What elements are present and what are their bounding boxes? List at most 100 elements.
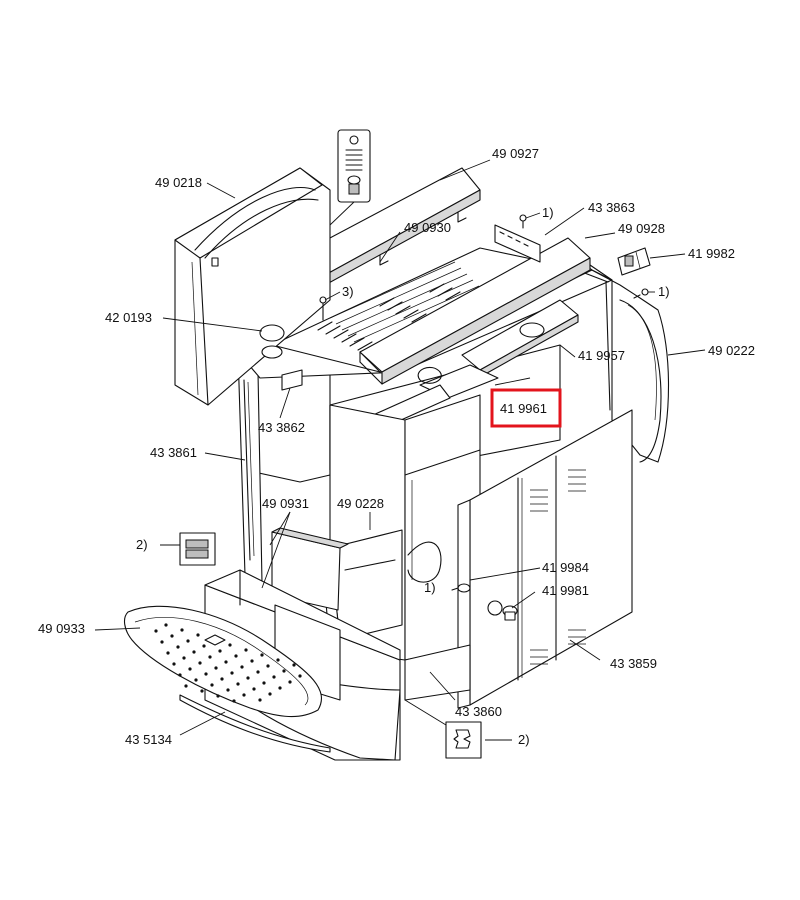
grid-hole	[228, 643, 232, 647]
lower-panel-433860	[404, 644, 471, 701]
grid-hole	[262, 681, 266, 685]
grid-hole	[272, 675, 276, 679]
note-2-bottom: 2)	[518, 732, 530, 747]
grid-hole	[178, 673, 182, 677]
switch-419982	[617, 247, 651, 276]
grid-hole	[258, 698, 262, 702]
grid-hole	[218, 649, 222, 653]
grid-hole	[182, 656, 186, 660]
grid-hole	[266, 664, 270, 668]
valve-spring-assembly	[329, 129, 371, 226]
grid-hole	[230, 671, 234, 675]
note-3: 3)	[342, 284, 354, 299]
lid-490928	[359, 237, 591, 385]
brew-unit-419957	[461, 299, 579, 378]
grid-hole	[200, 689, 204, 693]
label-490222: 49 0222	[708, 343, 755, 358]
grid-hole	[216, 694, 220, 698]
grid-hole	[252, 687, 256, 691]
label-490218: 49 0218	[155, 175, 202, 190]
part-labels: 49 0927 49 0218 43 3863 49 0930 49 0928 …	[38, 146, 755, 747]
grid-hole	[276, 658, 280, 662]
grid-hole	[210, 683, 214, 687]
grid-hole	[256, 670, 260, 674]
label-490927: 49 0927	[492, 146, 539, 161]
side-panel-490222	[581, 267, 669, 463]
grid-hole	[232, 699, 236, 703]
grid-hole	[166, 651, 170, 655]
grid-hole	[236, 682, 240, 686]
label-435134: 43 5134	[125, 732, 172, 747]
grid-hole	[184, 684, 188, 688]
grid-hole	[154, 629, 158, 633]
grid-hole	[208, 655, 212, 659]
grid-hole	[202, 644, 206, 648]
label-419957: 41 9957	[578, 348, 625, 363]
label-433861: 43 3861	[150, 445, 197, 460]
grid-hole	[246, 676, 250, 680]
grille-slots	[317, 283, 469, 351]
note-1-top: 1)	[542, 205, 554, 220]
grid-hole	[292, 663, 296, 667]
grid-hole	[224, 660, 228, 664]
label-419982: 41 9982	[688, 246, 735, 261]
grid-hole	[298, 674, 302, 678]
grid-hole	[226, 688, 230, 692]
grid-hole	[186, 639, 190, 643]
grid-plate-holes	[154, 623, 302, 703]
label-490931: 49 0931	[262, 496, 309, 511]
clip-part-2-top	[179, 532, 216, 566]
grid-hole	[170, 634, 174, 638]
label-433862: 43 3862	[258, 420, 305, 435]
label-490228: 49 0228	[337, 496, 384, 511]
label-490930: 49 0930	[404, 220, 451, 235]
grid-hole	[242, 693, 246, 697]
grid-hole	[192, 650, 196, 654]
water-tank-490218	[174, 167, 331, 406]
note-2-left: 2)	[136, 537, 148, 552]
grid-hole	[196, 633, 200, 637]
grid-hole	[260, 653, 264, 657]
grid-hole	[244, 648, 248, 652]
grid-hole	[220, 677, 224, 681]
grid-hole	[268, 692, 272, 696]
note-1-front: 1)	[424, 580, 436, 595]
grid-hole	[172, 662, 176, 666]
grid-hole	[250, 659, 254, 663]
grid-hole	[194, 678, 198, 682]
label-420193: 42 0193	[105, 310, 152, 325]
grid-hole	[278, 686, 282, 690]
grid-hole	[288, 680, 292, 684]
clip-433862	[281, 369, 303, 391]
grid-hole	[282, 669, 286, 673]
inner-box-490931	[271, 527, 349, 611]
note-1-right: 1)	[658, 284, 670, 299]
leader-lines	[94, 159, 706, 741]
grid-hole	[198, 661, 202, 665]
grid-hole	[204, 672, 208, 676]
grid-hole	[234, 654, 238, 658]
front-door-433859	[457, 409, 633, 709]
grid-hole	[180, 628, 184, 632]
grid-hole	[240, 665, 244, 669]
bracket-433863	[494, 224, 541, 263]
knob-419984	[451, 583, 471, 593]
highlight-box	[490, 388, 562, 428]
knob-419981	[502, 605, 518, 621]
grid-hole	[160, 640, 164, 644]
knob-420193	[259, 324, 285, 359]
grid-plate-490933	[123, 605, 331, 753]
label-419984: 41 9984	[542, 560, 589, 575]
grid-hole	[188, 667, 192, 671]
label-490928: 49 0928	[618, 221, 665, 236]
grid-hole	[214, 666, 218, 670]
grid-hole	[176, 645, 180, 649]
label-433860: 43 3860	[455, 704, 502, 719]
label-419981: 41 9981	[542, 583, 589, 598]
label-419961: 41 9961	[500, 401, 547, 416]
label-490933: 49 0933	[38, 621, 85, 636]
label-433863: 43 3863	[588, 200, 635, 215]
grid-hole	[164, 623, 168, 627]
clip-part-2-bottom	[404, 699, 482, 759]
